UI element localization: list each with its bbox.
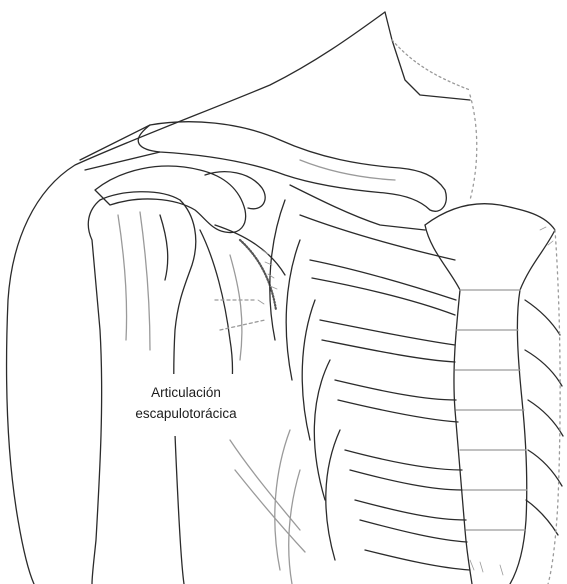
shading-marks [258, 227, 553, 575]
rib-cage-outline-right [470, 95, 560, 584]
annotation-line-2: escapulotorácica [104, 403, 268, 424]
sternum [425, 204, 555, 584]
annotation-line-1: Articulación [104, 382, 268, 403]
clavicle [80, 122, 446, 212]
joint-annotation-label: Articulación escapulotorácica [104, 374, 268, 436]
ribs [230, 185, 563, 584]
